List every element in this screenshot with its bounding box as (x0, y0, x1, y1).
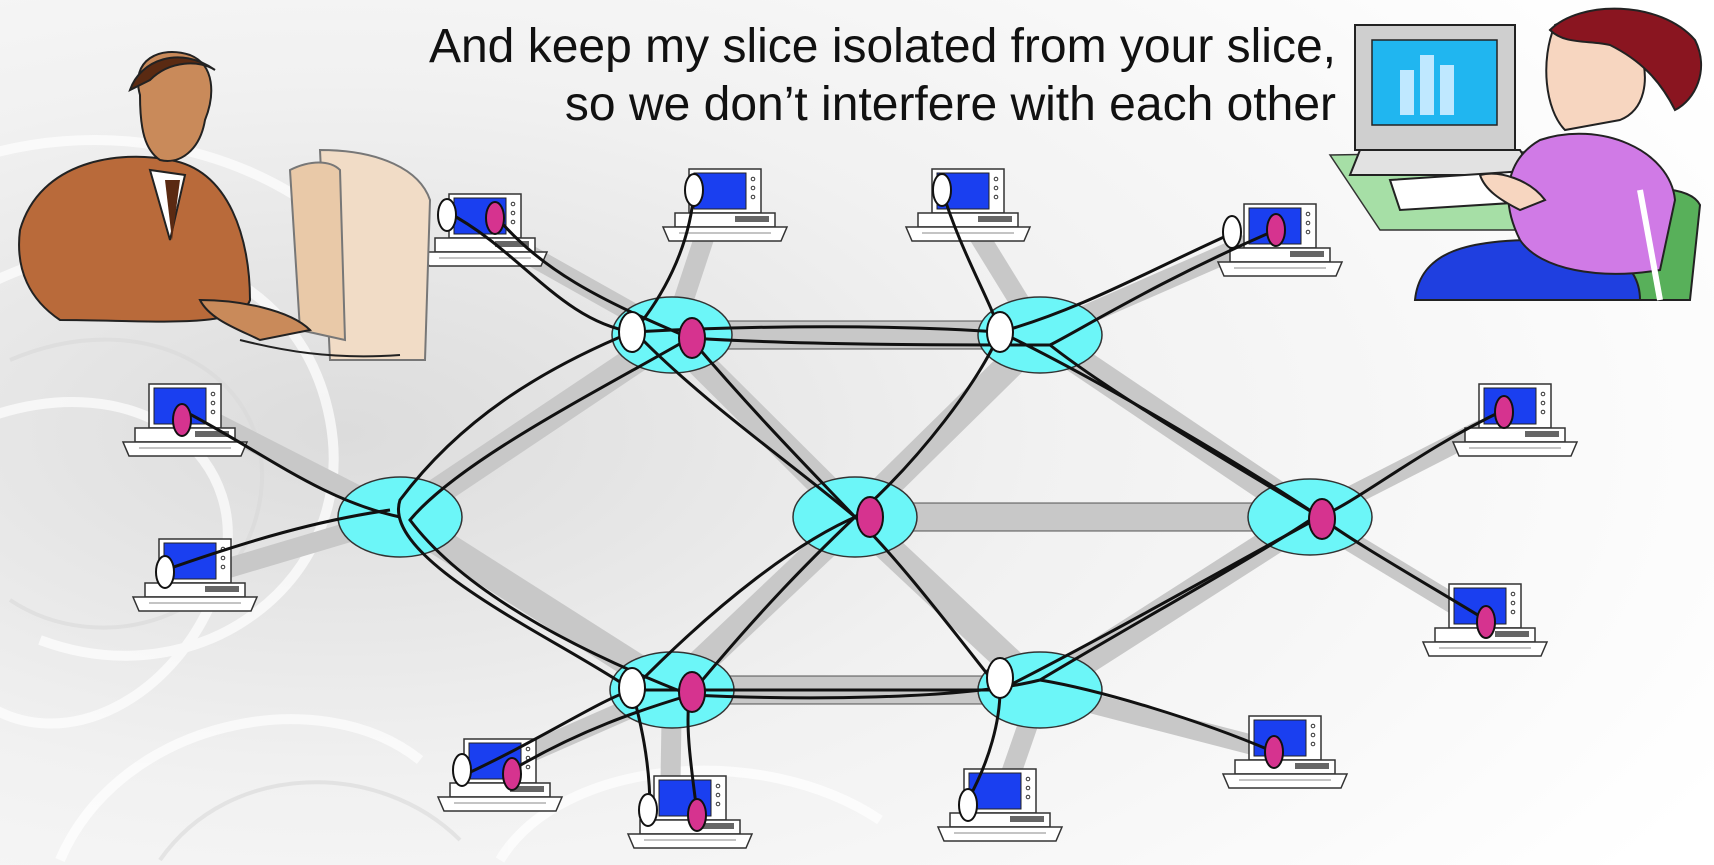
man-at-computer-icon (18, 50, 432, 361)
computer-icon (937, 768, 1063, 842)
computer-icon (1452, 383, 1578, 457)
woman-at-computer-icon (1328, 7, 1703, 301)
slide-caption: And keep my slice isolated from your sli… (236, 18, 1336, 134)
computer-icon (662, 168, 788, 242)
slice-endpoints (155, 173, 1514, 832)
computer-icon (905, 168, 1031, 242)
caption-line-1: And keep my slice isolated from your sli… (428, 20, 1336, 73)
caption-line-2: so we don’t interfere with each other (564, 78, 1336, 131)
